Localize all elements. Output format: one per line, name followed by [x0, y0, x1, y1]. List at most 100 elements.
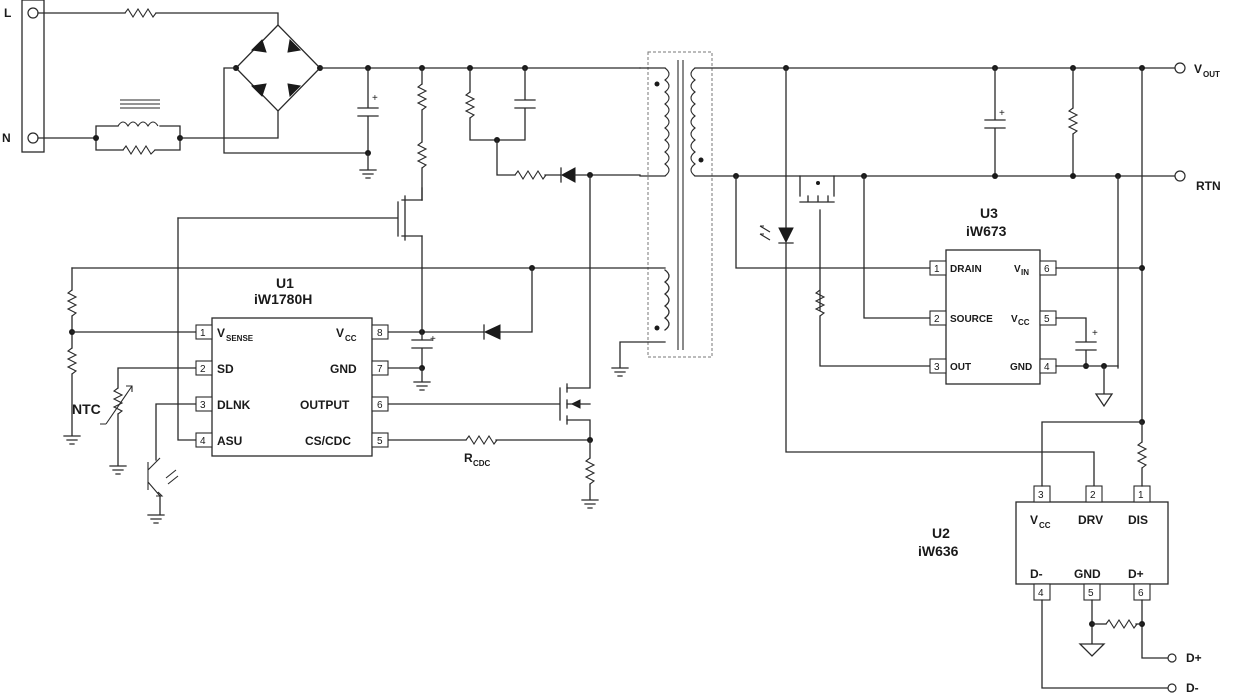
vsense-divider: [63, 267, 197, 445]
chip-u3: U3 iW673 1 DRAIN 2 SOURCE 3 OUT 6 V IN 5…: [929, 205, 1057, 385]
svg-text:GND: GND: [330, 362, 357, 376]
svg-text:+: +: [999, 108, 1005, 119]
svg-text:V: V: [1014, 264, 1021, 275]
svg-text:1: 1: [200, 328, 206, 339]
terminal-neutral: [27, 132, 39, 144]
sr-mosfet: [733, 173, 931, 367]
svg-text:OUTPUT: OUTPUT: [300, 398, 350, 412]
svg-text:IN: IN: [1021, 268, 1029, 277]
svg-text:V: V: [336, 326, 344, 340]
u1-part: iW1780H: [254, 291, 312, 307]
u1-ref: U1: [276, 275, 294, 291]
svg-text:CC: CC: [1018, 318, 1030, 327]
svg-text:SENSE: SENSE: [226, 334, 254, 343]
transformer-outline: [647, 51, 713, 358]
wire-u2-vcc: [1041, 421, 1143, 487]
label-ntc: NTC: [72, 401, 101, 417]
label-dplus: D+: [1186, 651, 1202, 665]
svg-text:CC: CC: [345, 334, 357, 343]
wire-aux-diode: [499, 267, 533, 333]
svg-text:V: V: [1030, 513, 1038, 527]
svg-text:V: V: [217, 326, 225, 340]
label-rtn: RTN: [1196, 179, 1221, 193]
svg-text:2: 2: [934, 314, 940, 325]
svg-text:V: V: [1011, 314, 1018, 325]
svg-text:D+: D+: [1128, 567, 1144, 581]
svg-text:CDC: CDC: [473, 459, 491, 468]
terminal-dminus: [1167, 683, 1177, 693]
terminal-vout: [1174, 62, 1186, 74]
u3-ground: [1094, 365, 1114, 408]
svg-text:OUT: OUT: [950, 362, 971, 373]
svg-text:D-: D-: [1030, 567, 1043, 581]
bulk-capacitor: +: [357, 65, 379, 179]
indicator-led: [759, 65, 1095, 487]
label-line: L: [4, 6, 11, 20]
label-vout-sub: OUT: [1203, 70, 1220, 79]
svg-text:R: R: [464, 451, 473, 465]
svg-text:DRV: DRV: [1078, 513, 1103, 527]
svg-text:5: 5: [1088, 588, 1094, 599]
u3-vcc-capacitor: +: [1055, 317, 1098, 369]
u2-ref: U2: [932, 525, 950, 541]
startup-resistors: [416, 65, 428, 201]
main-mosfet: [388, 174, 591, 439]
u2-part: iW636: [918, 543, 959, 559]
svg-text:6: 6: [377, 400, 383, 411]
resistor-fuse: [124, 7, 157, 19]
svg-text:4: 4: [1038, 588, 1044, 599]
sr-gate-resistor: [814, 289, 826, 317]
svg-text:6: 6: [1044, 264, 1050, 275]
label-dminus: D-: [1186, 681, 1199, 695]
aux-diode: [388, 324, 501, 340]
svg-text:3: 3: [1038, 490, 1044, 501]
transformer: [639, 60, 1181, 350]
snubber: [464, 65, 641, 183]
svg-text:ASU: ASU: [217, 434, 242, 448]
ground-symbol: [359, 152, 377, 179]
terminal-rtn: [1174, 170, 1186, 182]
svg-text:CS/CDC: CS/CDC: [305, 434, 351, 448]
startup-mosfet: [177, 187, 423, 441]
svg-text:8: 8: [377, 328, 383, 339]
svg-text:GND: GND: [1074, 567, 1101, 581]
svg-text:2: 2: [1090, 490, 1096, 501]
resistor-damping: [122, 144, 156, 156]
choke-core: [120, 99, 160, 109]
output-capacitor: +: [984, 65, 1006, 179]
wire-neutral-input: [37, 99, 279, 156]
ac-input-connector: [21, 0, 45, 153]
svg-text:DIS: DIS: [1128, 513, 1148, 527]
u1-vcc-capacitor: +: [388, 267, 436, 391]
aux-ground: [611, 341, 666, 377]
terminal-dplus: [1167, 653, 1177, 663]
svg-text:5: 5: [377, 436, 383, 447]
label-neutral: N: [2, 131, 11, 145]
output-bleed-resistor: [1067, 65, 1079, 179]
svg-text:GND: GND: [1010, 362, 1032, 373]
wire-bridge-negative: [223, 67, 369, 154]
label-vout: V: [1194, 62, 1202, 76]
svg-text:SOURCE: SOURCE: [950, 314, 993, 325]
svg-text:5: 5: [1044, 314, 1050, 325]
svg-text:CC: CC: [1039, 521, 1051, 530]
svg-text:2: 2: [200, 364, 206, 375]
common-mode-choke: [117, 121, 159, 128]
svg-text:DLNK: DLNK: [217, 398, 251, 412]
svg-text:DRAIN: DRAIN: [950, 264, 982, 275]
svg-text:+: +: [1092, 328, 1098, 339]
u2-dis-resistor: [1136, 421, 1148, 487]
svg-text:1: 1: [1138, 490, 1144, 501]
svg-text:3: 3: [200, 400, 206, 411]
svg-text:7: 7: [377, 364, 383, 375]
bridge-rectifier: [233, 24, 323, 112]
ntc-thermistor: NTC: [72, 367, 197, 475]
u3-ref: U3: [980, 205, 998, 221]
svg-text:+: +: [430, 334, 436, 345]
svg-text:SD: SD: [217, 362, 234, 376]
output-terminals: V OUT RTN: [1174, 62, 1221, 193]
current-sense: R CDC: [388, 434, 599, 509]
chip-u1: U1 iW1780H 1 V SENSE 2 SD 3 DLNK 4 ASU 8…: [195, 275, 389, 457]
